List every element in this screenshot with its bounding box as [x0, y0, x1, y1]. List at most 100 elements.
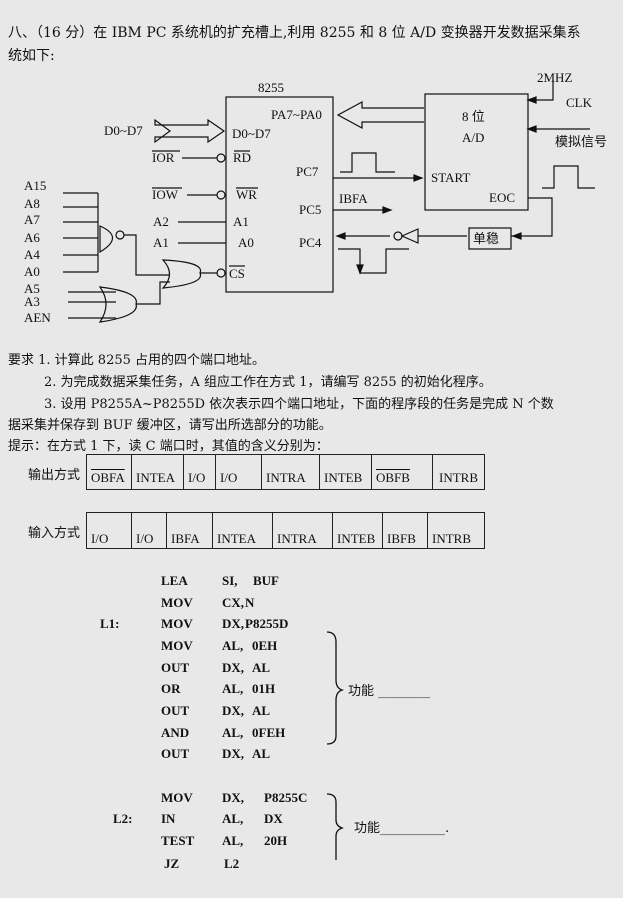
wr-label: WR [236, 187, 257, 202]
chip-label: 8255 [258, 80, 284, 95]
code-opcode: AND [161, 725, 190, 740]
addr-a5: A5 [24, 281, 40, 296]
addr-a6: A6 [24, 230, 40, 245]
out-bit-1: OBFB [376, 470, 410, 485]
in-bit-6: I/O [131, 513, 166, 548]
code-operand-1: DX, [222, 660, 245, 675]
ad-label-2: A/D [462, 130, 484, 145]
data-bus-arrow [154, 118, 226, 144]
code-operand-2: 01H [252, 681, 276, 696]
in-bit-0: INTRB [427, 513, 484, 548]
addr-a15: A15 [24, 178, 46, 193]
requirement-3a: 3. 设用 P8255A~P8255D 依次表示四个端口地址，下面的程序段的任务… [44, 397, 554, 412]
input-mode-label: 输入方式 [28, 526, 81, 541]
requirement-2: 2. 为完成数据采集任务，A 组应工作在方式 1，请编写 8255 的初始化程序… [44, 375, 492, 390]
code-operand-1: AL, [222, 638, 244, 653]
clk-freq-label: 2MHZ [537, 70, 572, 85]
in-bit-4: INTEA [212, 513, 272, 548]
code-operand-1: AL, [222, 833, 244, 848]
code-operand-1: AL, [222, 811, 244, 826]
monostable-label: 单稳 [473, 231, 499, 246]
rd-label: RD [233, 150, 251, 165]
code-label: L2: [113, 811, 133, 826]
in-bit-1: IBFB [382, 513, 427, 548]
code-opcode: OUT [161, 703, 190, 718]
code-operand-1: DX, [222, 616, 245, 631]
code-operand-1: AL, [222, 681, 244, 696]
question-line-1: 八、（16 分）在 IBM PC 系统机的扩充槽上,利用 8255 和 8 位 … [8, 25, 581, 41]
code-opcode: OR [161, 681, 181, 696]
code-operand-2: DX [264, 811, 283, 826]
code-opcode: LEA [161, 573, 188, 588]
ad-converter-box [424, 93, 529, 211]
a1-label: A1 [153, 235, 169, 250]
monostable-box [468, 227, 512, 250]
or-gate-cs [161, 259, 202, 289]
out-bit-7: OBFA [91, 470, 125, 485]
cs-label: CS [229, 266, 245, 281]
a2-label: A2 [153, 214, 169, 229]
code-opcode: OUT [161, 660, 190, 675]
requirement-1: 要求 1. 计算此 8255 占用的四个端口地址。 [8, 353, 266, 368]
start-label: START [431, 170, 470, 185]
pc7-label: PC7 [296, 164, 319, 179]
code-opcode: MOV [161, 638, 193, 653]
code-opcode: MOV [161, 790, 193, 805]
pa-label: PA7~PA0 [271, 107, 322, 122]
clk-label: CLK [566, 95, 593, 110]
code-opcode: MOV [161, 595, 193, 610]
addr-a8: A8 [24, 196, 40, 211]
code-operand-1: L2 [224, 856, 240, 871]
brace-1 [326, 631, 345, 745]
addr-a3: A3 [24, 294, 40, 309]
in-bit-3: INTRA [272, 513, 332, 548]
data-bus-int-label: D0~D7 [232, 126, 271, 141]
code-operand-2: AL [252, 703, 271, 718]
data-bus-ext-label: D0~D7 [104, 123, 143, 138]
pc4-label: PC4 [299, 235, 322, 250]
code-operand-1: DX, [222, 703, 245, 718]
requirement-3b: 据采集并保存到 BUF 缓冲区，请写出所选部分的功能。 [8, 418, 332, 433]
code-operand-2: 0FEH [252, 725, 286, 740]
code-operand-1: DX, [222, 790, 245, 805]
output-mode-table: OBFA INTEA I/O I/O INTRA INTEB OBFB INTR… [86, 454, 485, 490]
pa-bus-arrow [336, 100, 424, 130]
function-blank-2[interactable]: 功能__________. [354, 821, 450, 836]
code-operand-2: 0EH [252, 638, 278, 653]
a0-pin-label: A0 [238, 235, 254, 250]
code-operand-2: N [245, 595, 255, 610]
eoc-label: EOC [489, 190, 515, 205]
ibfa-label: IBFA [339, 191, 368, 206]
in-bit-2: INTEB [332, 513, 382, 548]
input-mode-table: I/O I/O IBFA INTEA INTRA INTEB IBFB INTR… [86, 512, 485, 549]
code-operand-2: AL [252, 746, 271, 761]
function-blank-1[interactable]: 功能 ________ [348, 684, 431, 699]
a1-pin-label: A1 [233, 214, 249, 229]
iow-label: IOW [152, 187, 179, 202]
code-operand-1: SI, [222, 573, 238, 588]
out-bit-3: INTRA [261, 455, 319, 489]
code-opcode: TEST [161, 833, 195, 848]
code-operand-1: AL, [222, 725, 244, 740]
code-opcode: MOV [161, 616, 193, 631]
addr-a7: A7 [24, 212, 40, 227]
addr-a0: A0 [24, 264, 40, 279]
code-label: L1: [100, 616, 120, 631]
analog-signal-label: 模拟信号 [555, 134, 607, 149]
out-bit-4: I/O [215, 455, 261, 489]
code-operand-2: P8255D [245, 616, 289, 631]
code-opcode: JZ [164, 856, 180, 871]
pc5-label: PC5 [299, 202, 321, 217]
code-operand-2: BUF [253, 573, 279, 588]
code-operand-2: P8255C [264, 790, 308, 805]
in-bit-7: I/O [86, 513, 131, 548]
hint: 提示：在方式 1 下，读 C 端口时，其值的含义分别为： [8, 439, 329, 454]
question-line-2: 统如下: [8, 48, 55, 64]
addr-aen: AEN [24, 310, 51, 325]
ior-label: IOR [152, 150, 175, 165]
output-mode-label: 输出方式 [28, 468, 81, 483]
or-gate-2 [98, 286, 137, 323]
addr-a4: A4 [24, 247, 40, 262]
